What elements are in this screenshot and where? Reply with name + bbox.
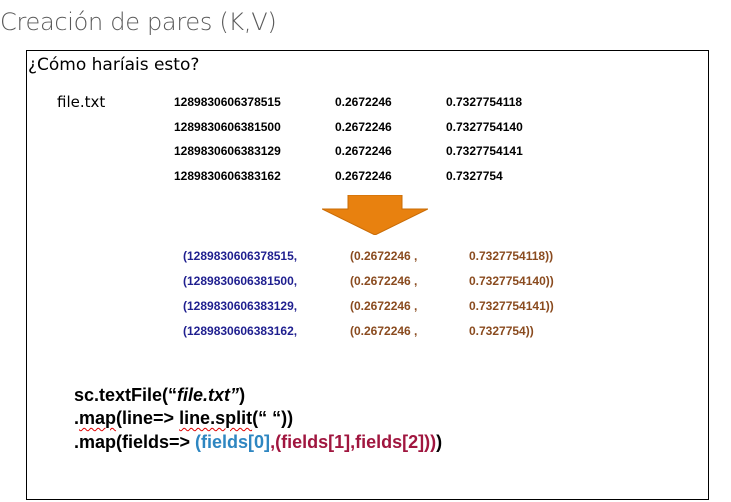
code-lambda-line: (line=>	[116, 408, 180, 428]
code-line-1: sc.textFile(“file.txt”)	[74, 385, 245, 406]
file-row-4-v1: 0.2672246	[335, 169, 392, 183]
code-map: map	[79, 408, 117, 428]
question-text: ¿Cómo haríais esto?	[28, 55, 200, 75]
tuple-row-3-v1: (0.2672246 ,	[350, 299, 418, 313]
file-row-4-id: 1289830606383162	[174, 169, 281, 183]
file-label: file.txt	[57, 93, 106, 111]
tuple-row-4-v2: 0.7327754))	[469, 324, 534, 338]
tuple-row-1-v2: 0.7327754118))	[469, 249, 554, 263]
tuple-row-4-key: (1289830606383162,	[183, 324, 298, 338]
code-line-2: .map(line=> line.split(“ “))	[74, 408, 293, 429]
tuple-row-1-key: (1289830606378515,	[183, 249, 298, 263]
content-frame	[26, 50, 709, 500]
code-close-inner: ))	[424, 432, 437, 452]
file-row-4-v2: 0.7327754	[446, 169, 503, 183]
file-row-3-v2: 0.7327754141	[446, 144, 523, 158]
code-close-paren: )	[239, 385, 246, 405]
down-arrow-icon	[322, 195, 428, 235]
code-map-fields: .map(fields=>	[74, 432, 196, 452]
file-row-3-id: 1289830606383129	[174, 144, 281, 158]
file-row-1-v2: 0.7327754118	[446, 95, 523, 109]
tuple-row-3-key: (1289830606383129,	[183, 299, 298, 313]
code-line-3: .map(fields=> (fields[0],(fields[1],fiel…	[74, 432, 442, 453]
code-filename: file.txt”	[177, 385, 240, 405]
code-split: line.split	[179, 408, 253, 428]
code-dot: .	[74, 408, 80, 428]
tuple-row-2-key: (1289830606381500,	[183, 274, 298, 288]
code-fields-1-2: (fields[1],fields[2]	[275, 432, 425, 452]
file-row-3-v1: 0.2672246	[335, 144, 392, 158]
file-row-2-v2: 0.7327754140	[446, 120, 523, 134]
tuple-row-1-v1: (0.2672246 ,	[350, 249, 418, 263]
file-row-1-v1: 0.2672246	[335, 95, 392, 109]
code-split-arg: (“ “))	[252, 408, 294, 428]
code-fields-0: (fields[0]	[195, 432, 271, 452]
code-close-outer: )	[436, 432, 443, 452]
tuple-row-3-v2: 0.7327754141))	[469, 299, 554, 313]
tuple-row-2-v1: (0.2672246 ,	[350, 274, 418, 288]
code-comma: ,	[270, 432, 276, 452]
tuple-row-2-v2: 0.7327754140))	[469, 274, 554, 288]
code-open-quote: (“	[162, 385, 178, 405]
file-row-1-id: 1289830606378515	[174, 95, 281, 109]
file-row-2-id: 1289830606381500	[174, 120, 281, 134]
file-row-2-v1: 0.2672246	[335, 120, 392, 134]
tuple-row-4-v1: (0.2672246 ,	[350, 324, 418, 338]
code-textfile: sc.textFile	[74, 385, 163, 405]
slide-title: Creación de pares (K,V)	[0, 8, 277, 36]
